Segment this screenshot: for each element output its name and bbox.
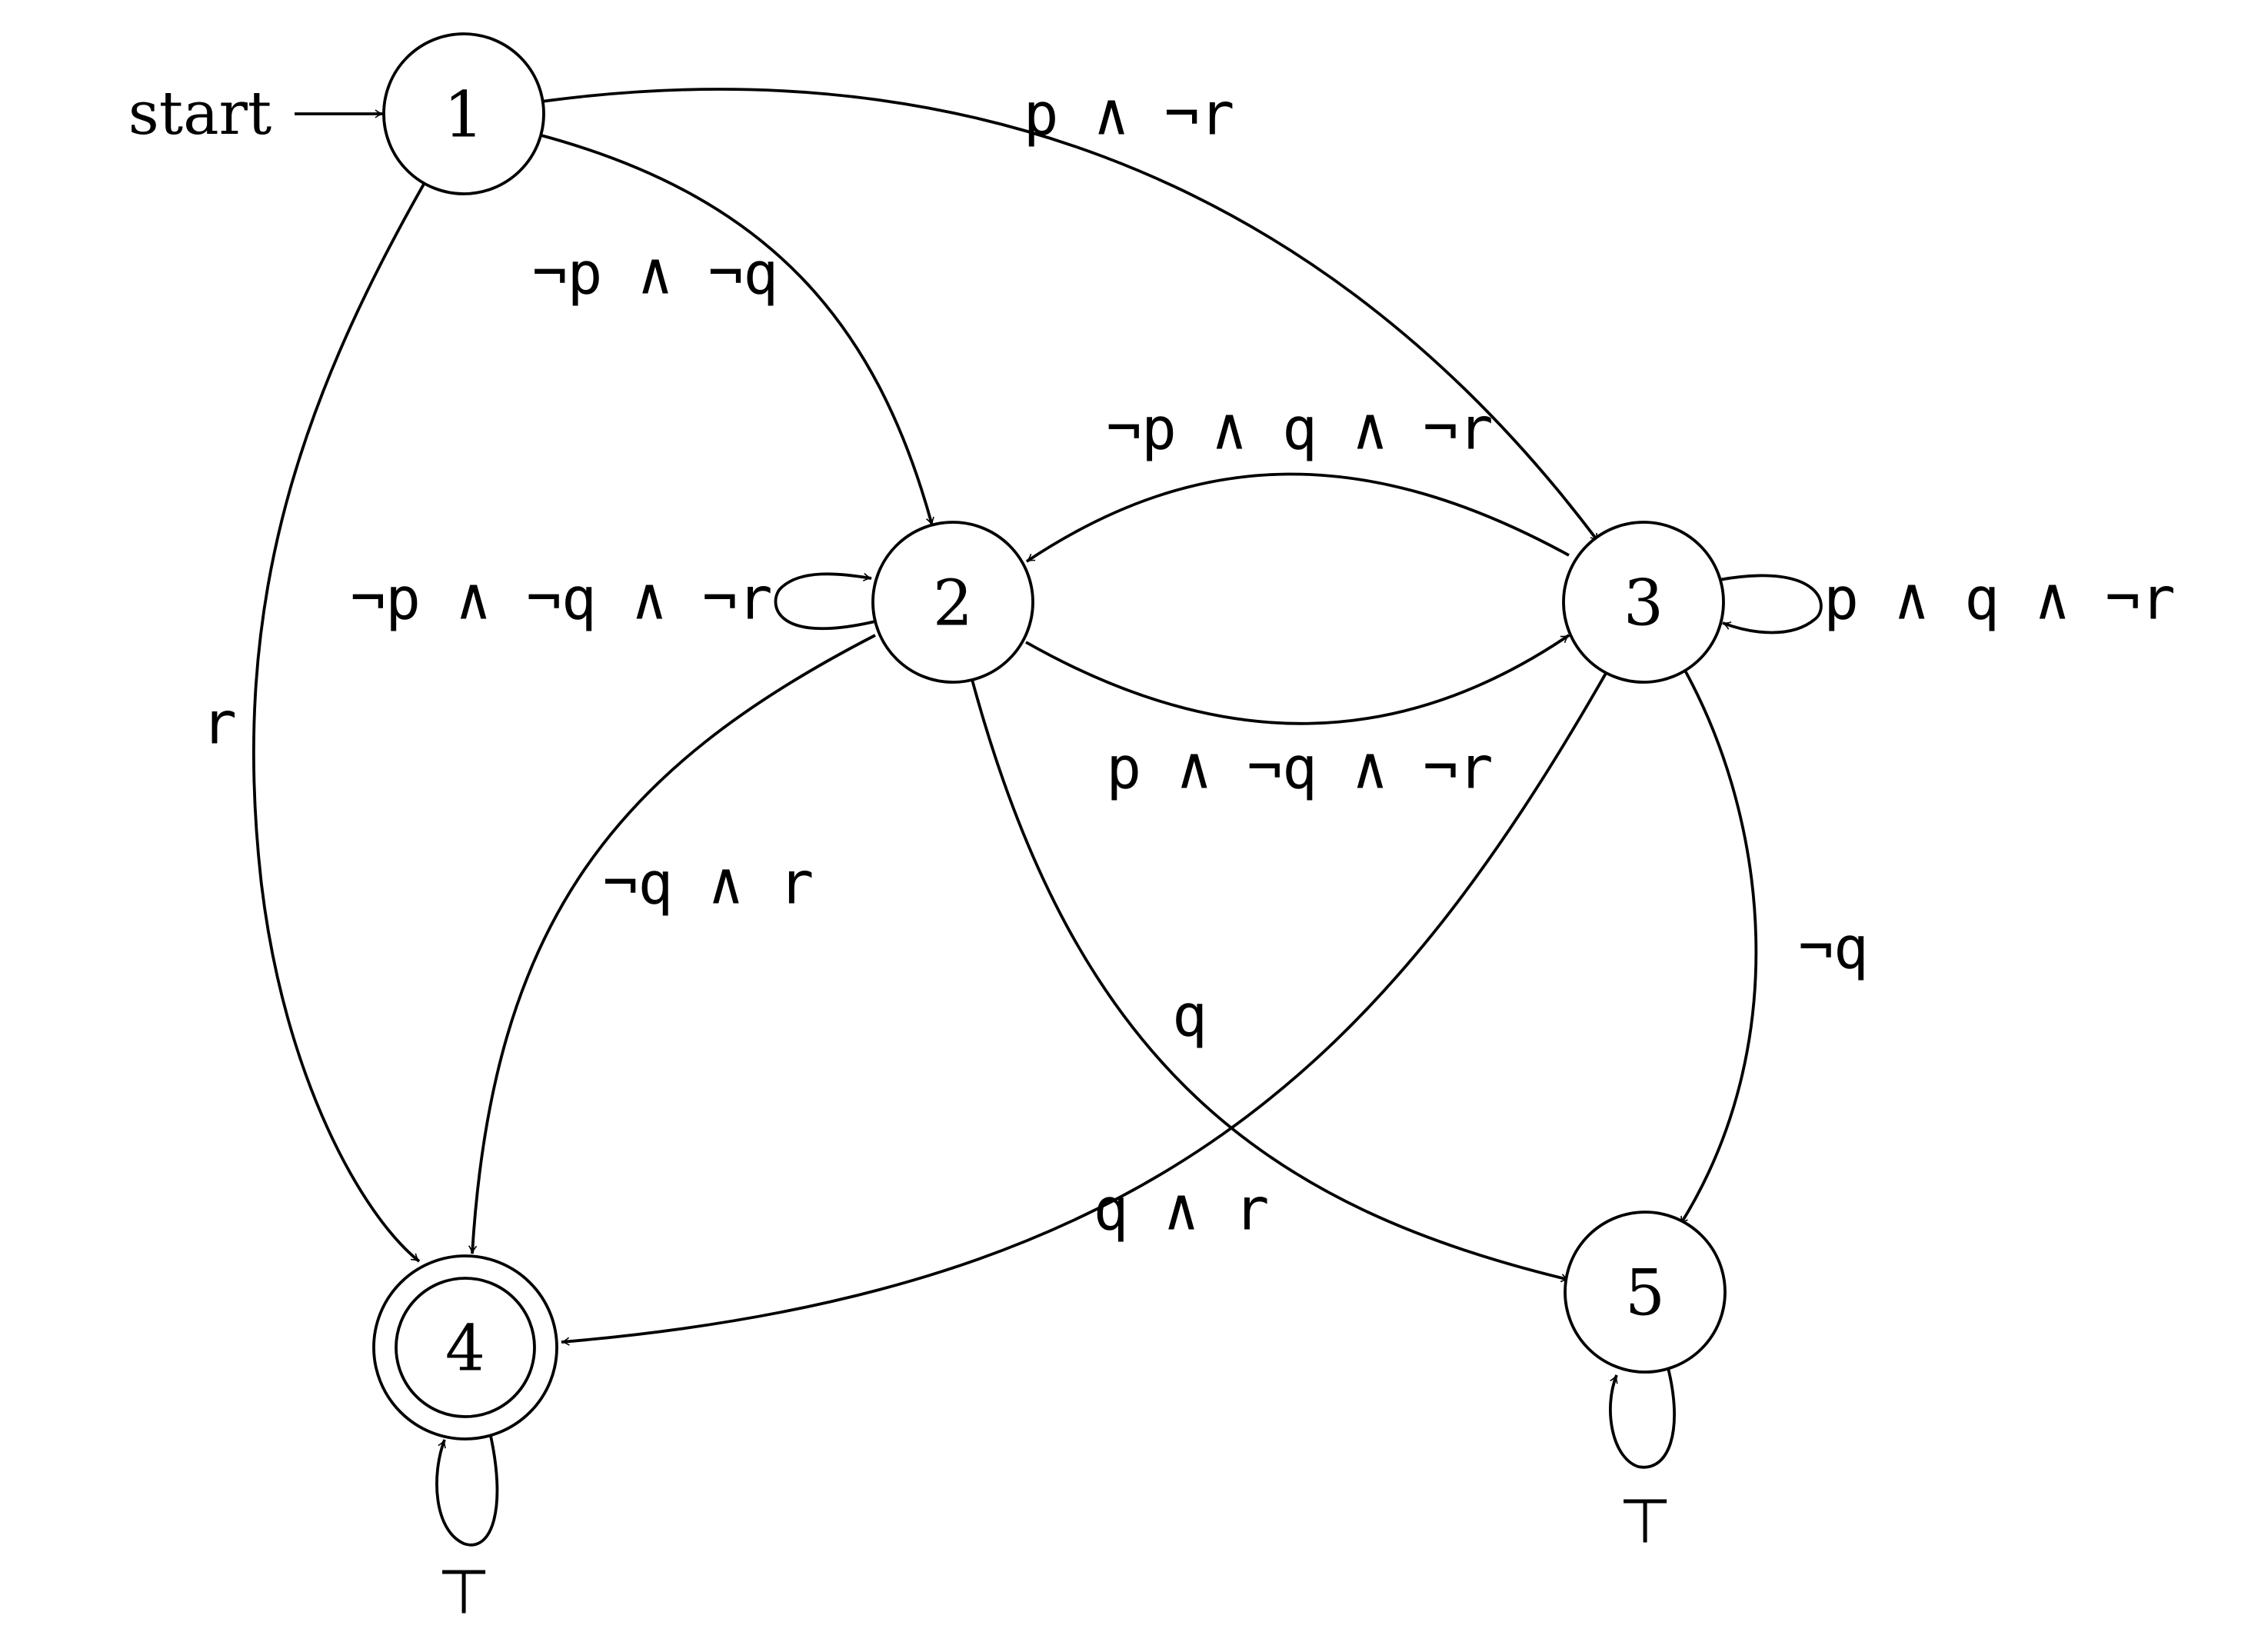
- state-5: 5: [1564, 1211, 1727, 1374]
- edge-2-3: [1025, 634, 1570, 725]
- label-2-3: p ∧ ¬q ∧ ¬r: [1106, 734, 1493, 802]
- state-4-label: 4: [445, 1313, 485, 1386]
- state-2-label: 2: [933, 568, 973, 641]
- label-3-3: p ∧ q ∧ ¬r: [1823, 565, 2176, 633]
- state-2: 2: [871, 521, 1034, 684]
- state-4-accepting: 4: [372, 1254, 558, 1441]
- label-1-3: p ∧ ¬r: [1024, 80, 1235, 148]
- edge-2-2-loop: [774, 572, 876, 631]
- label-5-5: ⊤: [1618, 1486, 1672, 1557]
- edge-1-2: [538, 133, 934, 526]
- edge-2-4: [468, 634, 876, 1254]
- edge-3-5: [1679, 668, 1758, 1226]
- state-3: 3: [1562, 521, 1725, 684]
- state-3-label: 3: [1624, 568, 1664, 641]
- edge-2-5: [970, 676, 1570, 1283]
- state-1: 1: [382, 32, 545, 195]
- label-1-4: r: [201, 689, 237, 758]
- edge-3-3-loop: [1718, 574, 1823, 634]
- edge-3-2: [1025, 472, 1570, 563]
- label-1-2: ¬p ∧ ¬q: [532, 239, 778, 308]
- label-3-4: q ∧ r: [1094, 1175, 1270, 1244]
- start-label: start: [128, 79, 272, 148]
- label-2-5: q: [1172, 981, 1207, 1050]
- state-1-label: 1: [444, 79, 484, 152]
- edge-1-4: [252, 181, 427, 1263]
- label-2-4: ¬q ∧ r: [603, 849, 814, 918]
- edge-5-5-loop: [1609, 1364, 1676, 1469]
- state-5-label: 5: [1625, 1257, 1665, 1331]
- label-2-2: ¬p ∧ ¬q ∧ ¬r: [350, 565, 772, 633]
- edge-3-4: [561, 670, 1609, 1346]
- label-3-5: ¬q: [1798, 914, 1869, 982]
- edge-1-3: [541, 88, 1600, 543]
- edge-4-4-loop: [435, 1428, 499, 1547]
- label-4-4: ⊤: [437, 1557, 491, 1628]
- label-3-2: ¬p ∧ q ∧ ¬r: [1106, 395, 1493, 463]
